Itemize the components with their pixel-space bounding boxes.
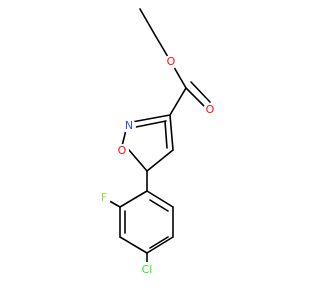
bond-c3-n-double: [131, 114, 171, 123]
chlorine-bg: [138, 262, 156, 276]
bond-aryl-c1-c2: [119, 190, 148, 208]
atom-label-layer: O O N O F Cl: [97, 55, 217, 276]
bond-aryl-c3-c4: [119, 236, 148, 254]
ring-oxygen-bg: [115, 144, 129, 158]
ring-nitrogen-label: N: [125, 119, 133, 132]
carbonyl-oxygen-bg: [203, 103, 217, 117]
bond-aryl-inner-3: [149, 199, 169, 212]
bond-carbonyl-double-b: [190, 81, 211, 103]
ring-nitrogen-bg: [122, 119, 136, 133]
bond-c4-c3: [169, 114, 174, 151]
bond-aryl-c6-c1: [146, 190, 174, 208]
bond-carbonyl-c-ring-c3: [169, 87, 187, 116]
chlorine-label: Cl: [142, 263, 153, 276]
bond-aryl-c4-c5: [146, 236, 174, 254]
bond-aryl-inner-2: [149, 236, 169, 249]
bond-carbonyl-double-a: [185, 87, 207, 109]
bond-ethyl-ch3-ch2: [139, 8, 156, 36]
ester-oxygen-bg: [164, 55, 178, 69]
ring-oxygen-label: O: [118, 144, 127, 157]
ester-oxygen-label: O: [167, 55, 176, 68]
fluorine-bg: [97, 191, 111, 205]
molecule-canvas: O O N O F Cl: [97, 8, 217, 276]
bond-o-c5: [128, 149, 148, 172]
bond-c3-n-inner: [135, 120, 167, 128]
fluorine-label: F: [101, 191, 107, 204]
bond-c5-c4: [146, 149, 174, 172]
bond-c4-c3-inner: [164, 120, 168, 149]
carbonyl-oxygen-label: O: [206, 103, 215, 116]
bond-layer: [105, 8, 211, 269]
